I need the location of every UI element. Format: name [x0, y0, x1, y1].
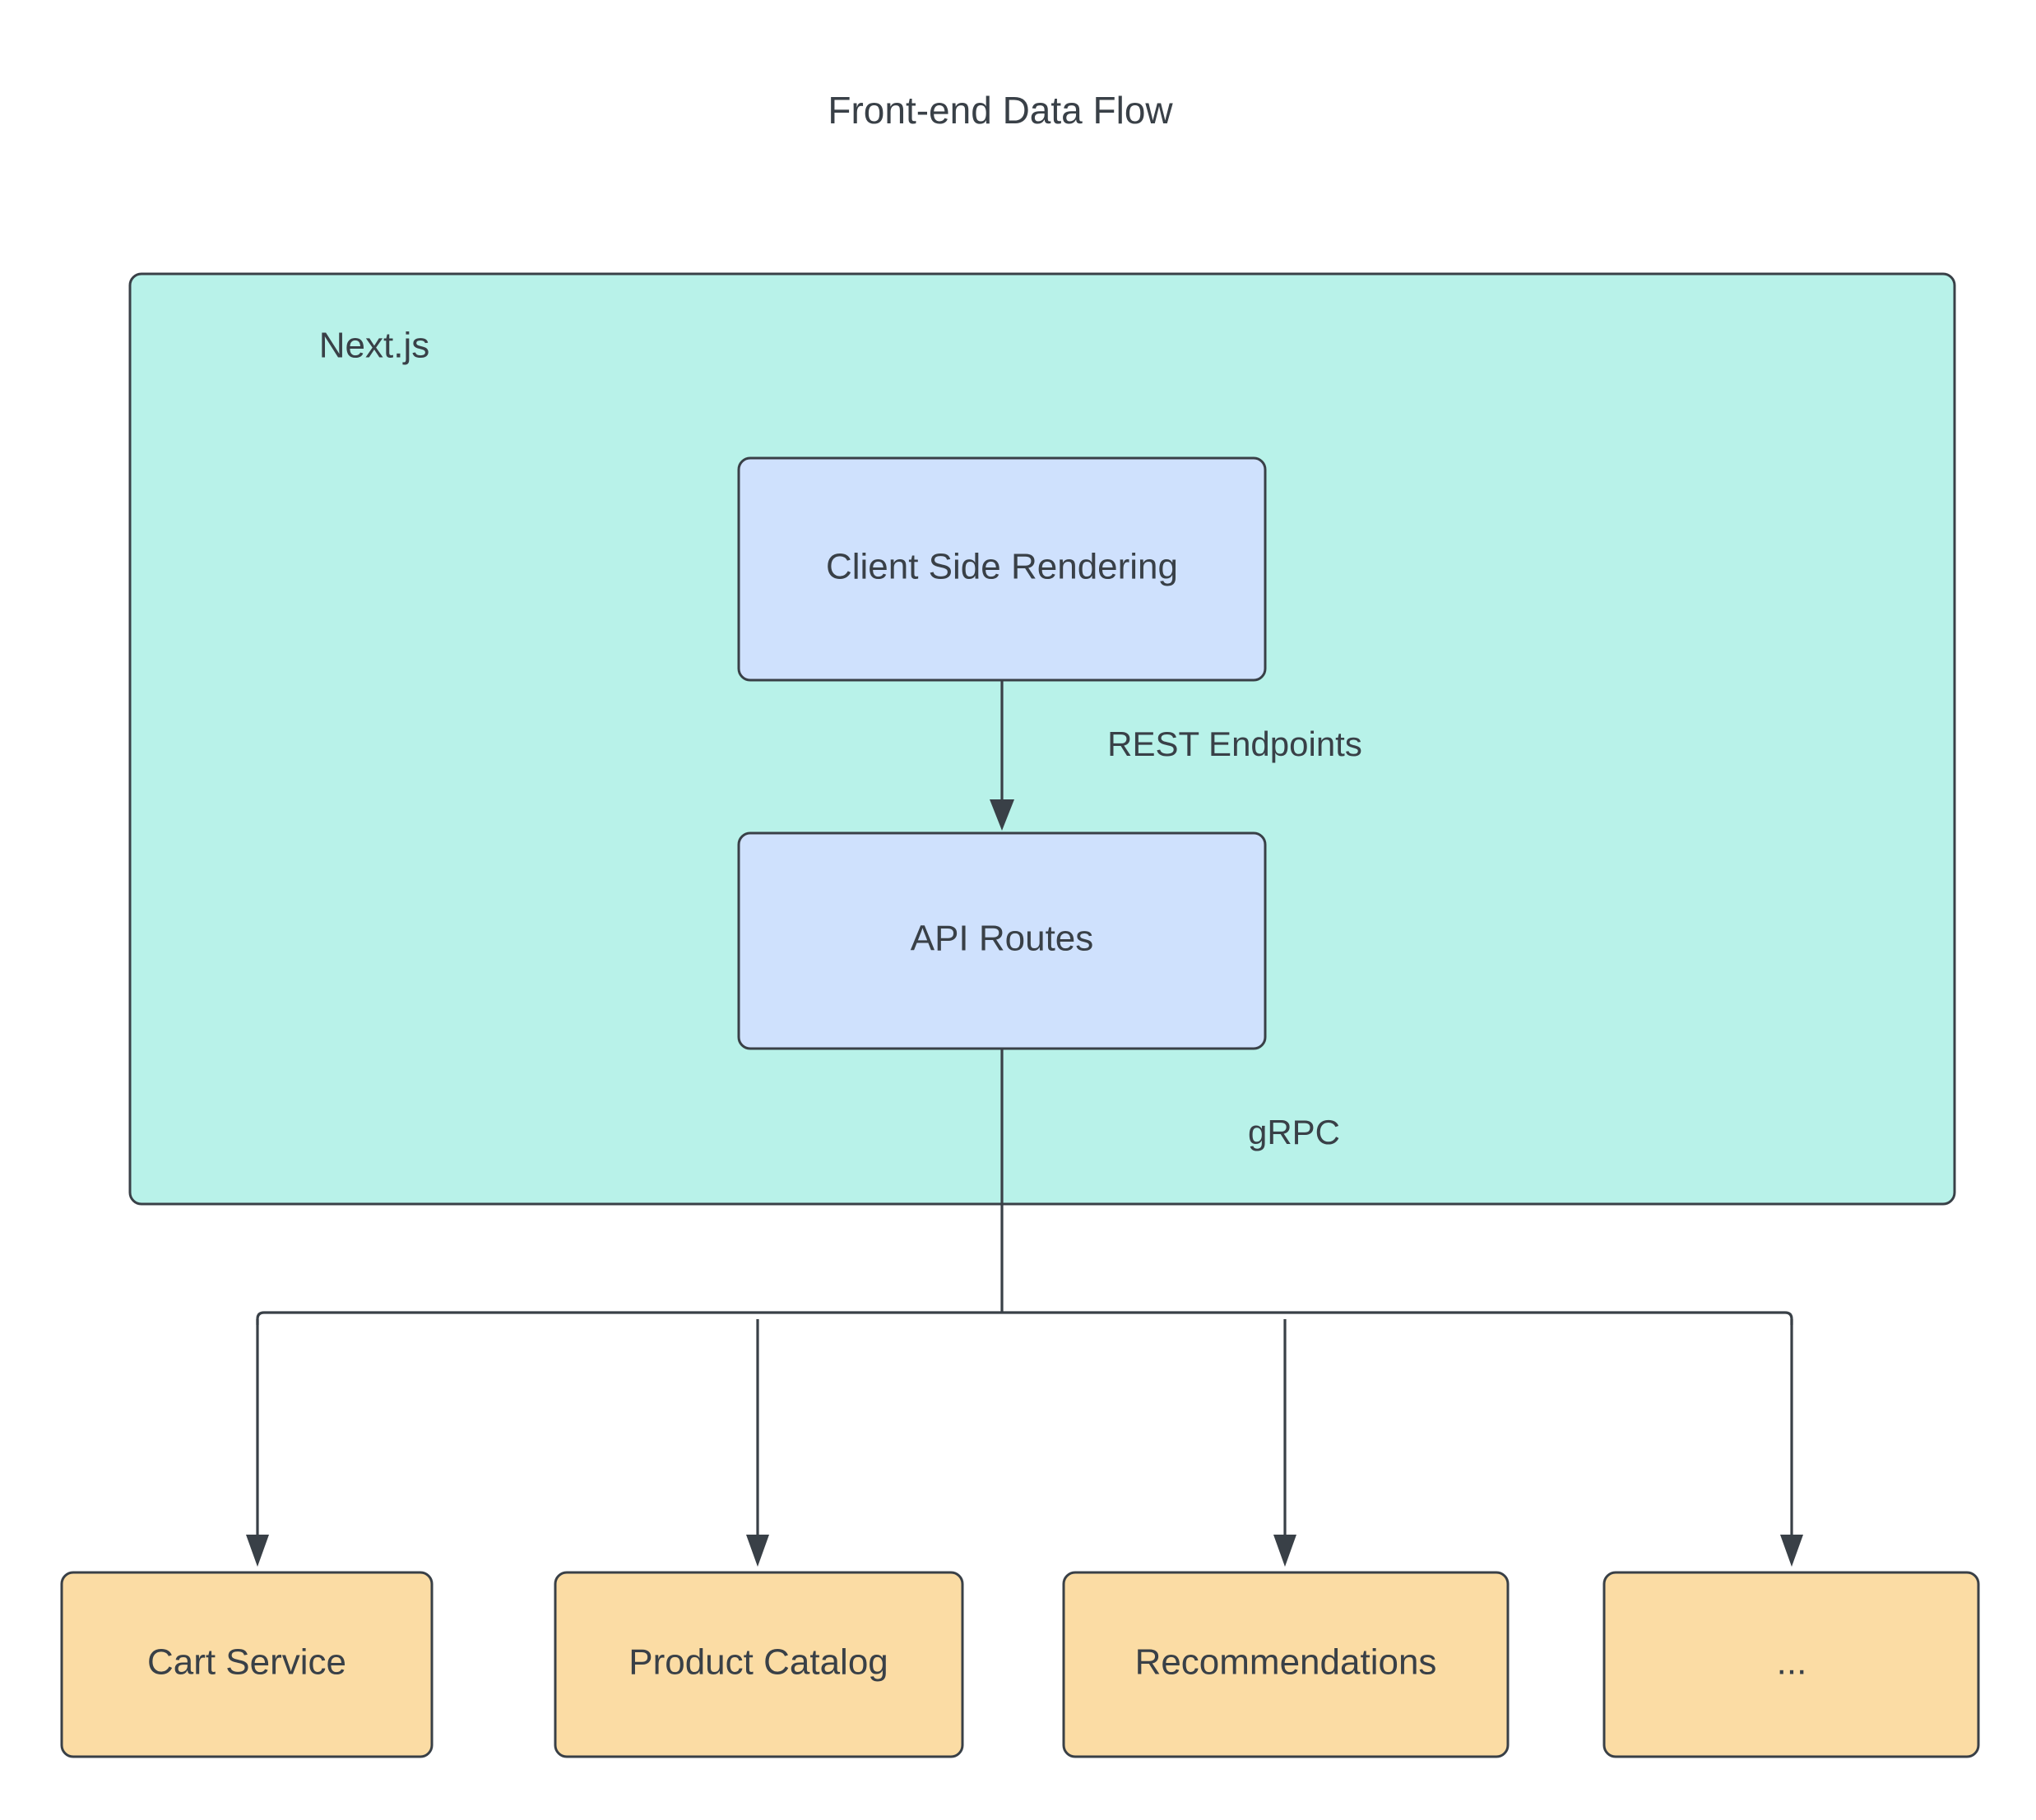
node-client-side-rendering-rect[interactable]: [737, 456, 1267, 682]
node-ellipsis-rect[interactable]: [1602, 1571, 1980, 1758]
node-client-side-rendering-label: Client Side Rendering: [826, 547, 1178, 587]
node-cart-service[interactable]: Cart Service: [60, 1571, 434, 1758]
node-api-routes[interactable]: API Routes: [737, 831, 1267, 1050]
cluster-nextjs-label: Next.js: [319, 326, 429, 366]
edge-arrowhead-cart: [246, 1535, 269, 1567]
node-api-routes-label: API Routes: [911, 919, 1094, 959]
edge-label-grpc: gRPC: [1248, 1113, 1340, 1151]
node-product-catalog[interactable]: Product Catalog: [554, 1571, 964, 1758]
node-ellipsis[interactable]: ...: [1602, 1571, 1980, 1758]
node-api-routes-rect[interactable]: [737, 831, 1267, 1050]
cluster-nextjs: Next.js: [128, 272, 1956, 1206]
node-product-catalog-rect[interactable]: [554, 1571, 964, 1758]
node-recommendations[interactable]: Recommendations: [1062, 1571, 1510, 1758]
page-title: Front-end Data Flow: [828, 89, 1173, 132]
edge-csr-api-arrowhead: [990, 799, 1014, 831]
node-product-catalog-label: Product Catalog: [628, 1642, 888, 1683]
edge-csr-to-api-routes: REST Endpoints: [990, 680, 1362, 831]
cluster-nextjs-rect: [128, 272, 1956, 1206]
edge-api-routes-fanout: gRPC: [246, 1049, 1803, 1567]
edge-arrowhead-product-catalog: [746, 1535, 769, 1567]
edge-label-rest-endpoints: REST Endpoints: [1107, 725, 1362, 763]
node-ellipsis-label: ...: [1777, 1642, 1807, 1683]
node-cart-service-rect[interactable]: [60, 1571, 434, 1758]
edge-fanout-bus: [256, 1311, 1793, 1325]
node-recommendations-label: Recommendations: [1135, 1642, 1437, 1683]
node-cart-service-label: Cart Service: [147, 1642, 346, 1683]
edge-arrowhead-ellipsis: [1780, 1535, 1803, 1567]
node-client-side-rendering[interactable]: Client Side Rendering: [737, 456, 1267, 682]
node-recommendations-rect[interactable]: [1062, 1571, 1510, 1758]
edge-arrowhead-recommendations: [1273, 1535, 1296, 1567]
